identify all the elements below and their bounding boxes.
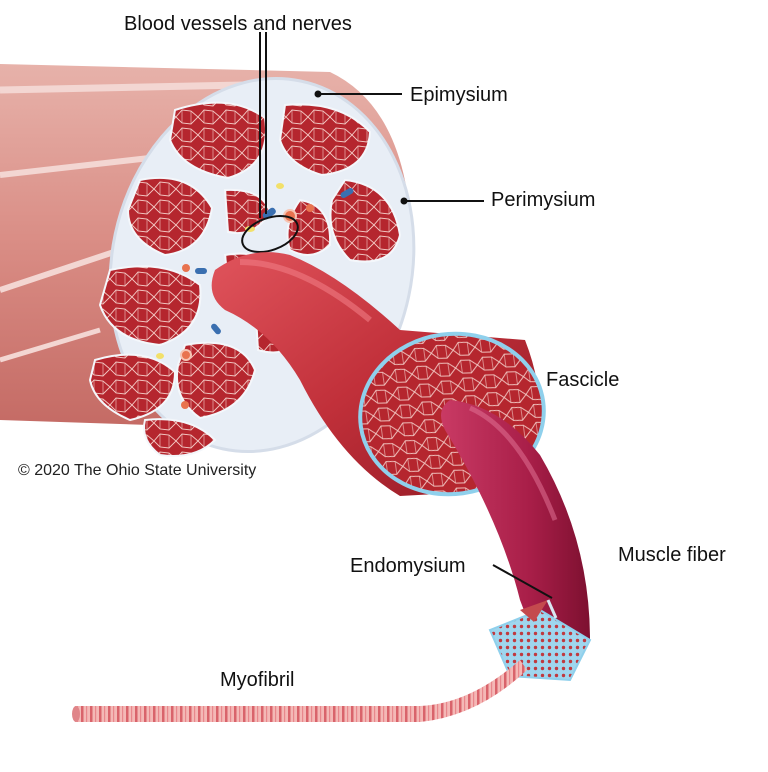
label-fascicle: Fascicle — [546, 369, 620, 391]
leader-lines — [259, 32, 553, 599]
label-epimysium: Epimysium — [410, 84, 508, 106]
copyright-notice: © 2020 The Ohio State University — [18, 462, 257, 479]
label-muscle-fiber: Muscle fiber — [618, 544, 726, 566]
epimysium-leader-dot — [314, 90, 322, 98]
label-blood-vessels-and-nerves: Blood vessels and nerves — [124, 13, 352, 35]
endomysium-leader — [492, 564, 553, 599]
label-perimysium: Perimysium — [491, 189, 596, 211]
muscle-fiber — [441, 400, 592, 682]
blood-vessels-and-nerves — [156, 183, 354, 409]
blood-vessels-leader — [259, 32, 267, 218]
label-endomysium: Endomysium — [350, 555, 466, 577]
label-myofibril: Myofibril — [220, 669, 295, 691]
myofibril — [72, 660, 527, 722]
perimysium-leader-dot — [400, 197, 408, 205]
